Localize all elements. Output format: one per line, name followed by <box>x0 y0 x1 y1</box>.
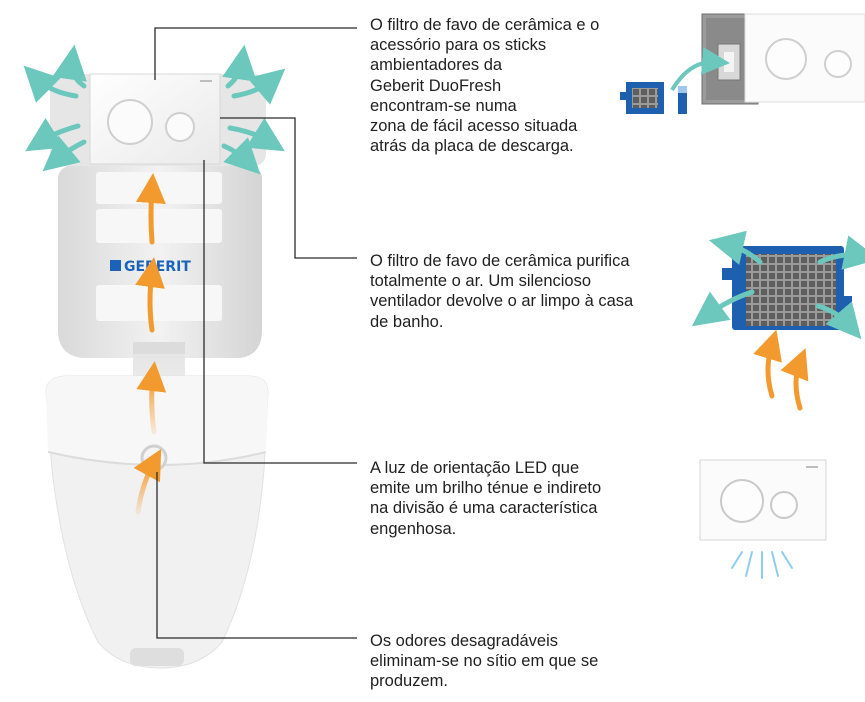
callout-line: engenhosa. <box>370 519 457 538</box>
inner-panel <box>96 172 222 204</box>
callout-line: Os odores desagradáveis <box>370 632 559 650</box>
callout-line: totalmente o ar. Um silencioso <box>370 272 592 291</box>
fresh-stick-icon <box>678 92 687 114</box>
leader-lines <box>154 27 357 639</box>
airflow-arrows <box>23 44 286 175</box>
flush-button-large <box>107 99 153 145</box>
callout-line: produzem. <box>370 672 448 691</box>
callout-line: ventilador devolve o ar limpo à casa <box>370 292 634 311</box>
leader-line-2 <box>220 117 357 259</box>
callout-line: A luz de orientação LED que <box>370 459 580 477</box>
brand-logo-text: GEBERIT <box>124 259 191 275</box>
callout-line: de banho. <box>370 312 444 331</box>
callout-line: na divisão é uma característica <box>370 499 598 518</box>
callout-line: zona de fácil acesso situada <box>370 117 578 136</box>
flush-button-small <box>165 112 195 142</box>
callout-line: emite um brilho ténue e indireto <box>370 479 602 498</box>
inset-led-flush-plate <box>699 459 827 579</box>
callout-text-filter-access: O filtro de favo de cerâmica e o acessór… <box>370 15 599 156</box>
callout-text-odor-removal: Os odores desagradáveis eliminam-se no s… <box>370 631 598 692</box>
inner-panel <box>96 285 222 321</box>
led-light-rays <box>731 551 793 579</box>
callout-line: encontram-se numa <box>370 96 517 115</box>
inner-panel <box>96 209 222 243</box>
brand-logo-square <box>110 260 121 271</box>
leader-line-1 <box>154 27 357 80</box>
callout-text-led-light: A luz de orientação LED que emite um bri… <box>370 458 601 539</box>
leader-line-4 <box>156 472 357 639</box>
callout-line: O filtro de favo de cerâmica e o <box>370 16 600 34</box>
callout-line: acessório para os sticks <box>370 36 547 55</box>
inset-filter-slot <box>620 13 865 114</box>
odor-flow-arrows <box>133 173 167 515</box>
leader-line-3 <box>203 160 357 464</box>
callout-line: eliminam-se no sítio em que se <box>370 652 599 671</box>
callout-text-filter-purify: O filtro de favo de cerâmica purifica to… <box>370 251 633 332</box>
callout-line: atrás da placa de descarga. <box>370 137 574 156</box>
flush-plate <box>89 73 221 165</box>
callout-line: Geberit DuoFresh <box>370 76 502 95</box>
callout-line: ambientadores da <box>370 56 503 75</box>
inset-honeycomb-filter <box>691 230 865 411</box>
callout-line: O filtro de favo de cerâmica purifica <box>370 252 630 270</box>
